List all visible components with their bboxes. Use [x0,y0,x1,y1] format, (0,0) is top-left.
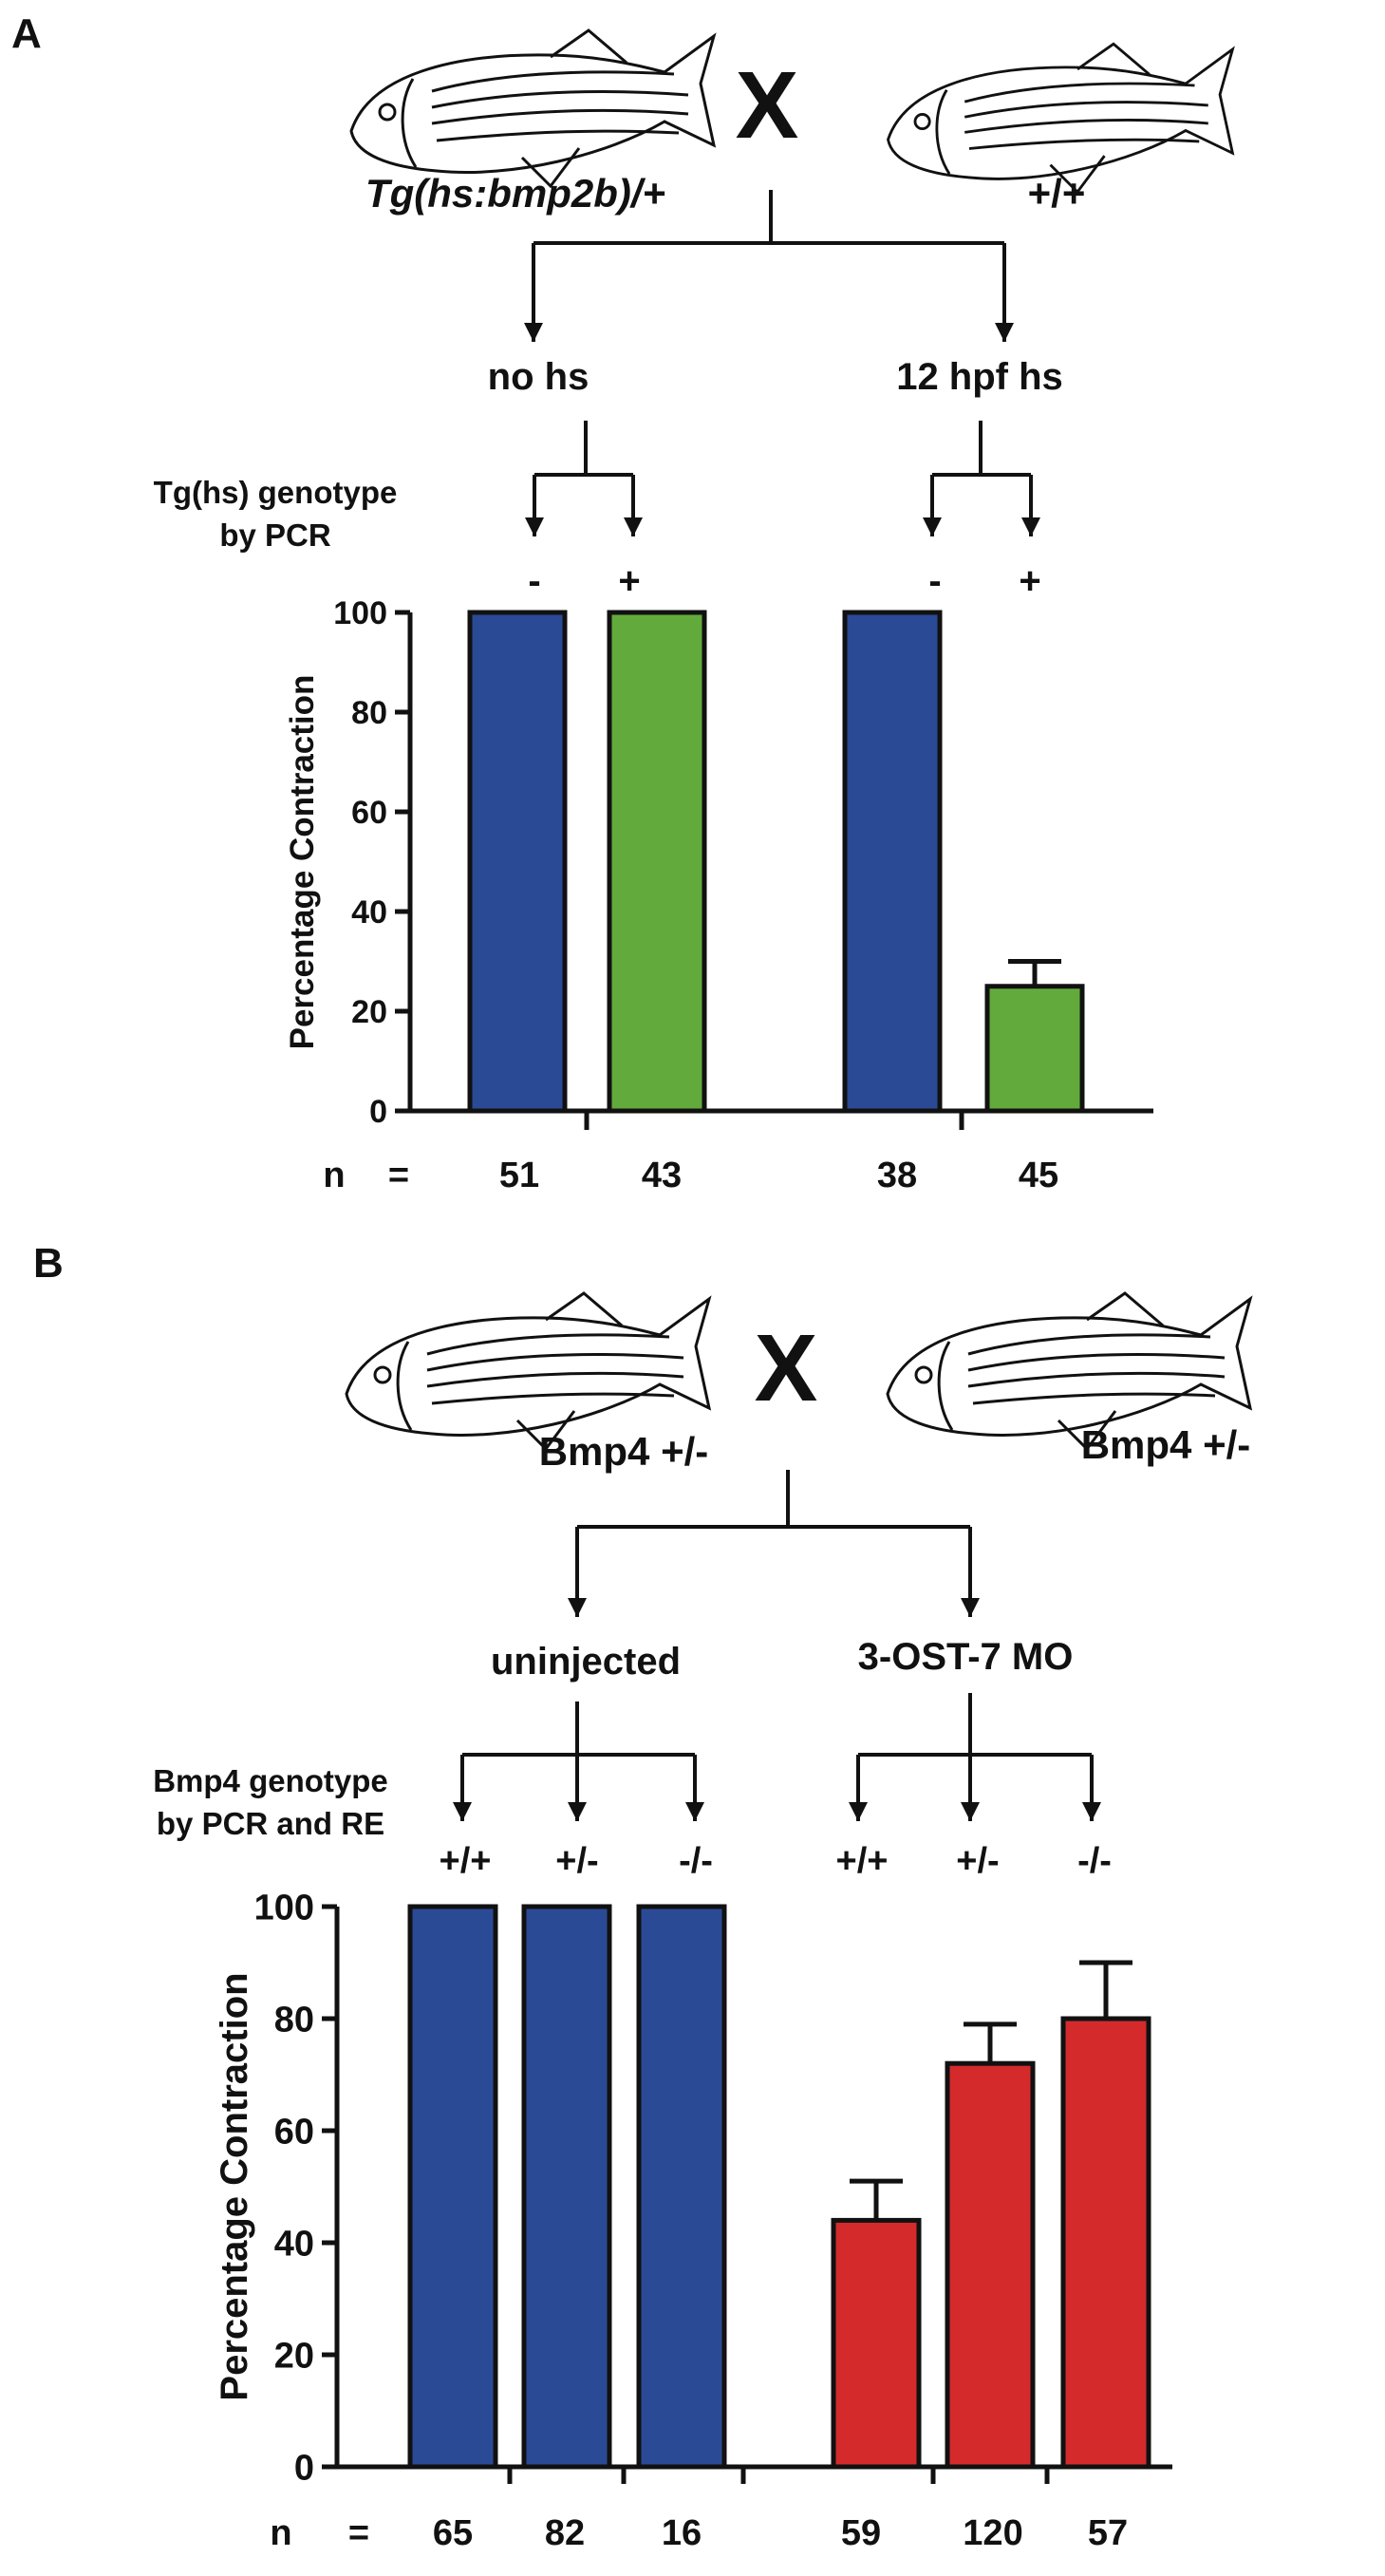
y-tick-label-b-0: 0 [294,2449,314,2489]
panel-b-label: B [33,1240,64,1287]
genotype-label-b-line2: by PCR and RE [157,1806,384,1841]
n-value-b-1: 82 [545,2513,585,2553]
n-label-a: n [323,1156,345,1195]
genotype-b-4: +/- [956,1841,999,1881]
y-tick-label-a-3: 60 [351,795,387,831]
y-axis-label-b: Percentage Contraction [214,1972,255,2400]
bar-a-2 [842,610,943,1114]
cross-tree-a [524,190,1014,342]
bar-b-1 [521,1904,612,2470]
y-tick-label-a-5: 100 [333,595,387,631]
y-tick-label-a-1: 20 [351,994,387,1030]
genotype-b-2: -/- [679,1841,713,1881]
bar-b-4 [945,2060,1036,2470]
bar-b-5 [1060,2016,1151,2470]
bar-b-3 [831,2217,922,2470]
n-value-a-2: 38 [877,1156,917,1195]
bar-a-1 [607,610,707,1114]
fish-illustration-icon [345,1291,711,1451]
chart-a: Percentage Contraction 0 20 40 60 80 100 [284,595,1153,1130]
n-value-b-2: 16 [662,2513,702,2553]
y-tick-label-a-4: 80 [351,695,387,731]
parent-right-label-b: Bmp4 +/- [1081,1422,1251,1467]
bar-a-3 [984,984,1085,1114]
branch-right-label-a: 12 hpf hs [896,356,1063,398]
y-axis-label-a: Percentage Contraction [284,675,321,1050]
bar-b-0 [407,1904,498,2470]
genotype-b-1: +/- [555,1841,598,1881]
genotype-a-3: + [1019,560,1040,602]
y-tick-label-b-1: 20 [274,2337,314,2377]
cross-symbol-a: X [736,52,799,159]
chart-a-bars [467,610,1085,1114]
n-value-b-3: 59 [841,2513,881,2553]
bar-b-2 [636,1904,727,2470]
fish-illustration-icon [349,28,716,188]
cross-symbol-b: X [755,1315,818,1421]
parent-left-label-a: Tg(hs:bmp2b)/+ [365,171,665,216]
genotype-label-a-line1: Tg(hs) genotype [154,475,398,510]
genotype-b-0: +/+ [440,1841,492,1881]
branch-right-label-b: 3-OST-7 MO [858,1636,1074,1678]
n-equals-a: = [388,1156,409,1195]
genotype-b-5: -/- [1077,1841,1112,1881]
y-tick-label-a-0: 0 [369,1094,387,1130]
y-tick-label-b-5: 100 [254,1889,314,1928]
n-label-b: n [270,2513,291,2553]
n-value-a-3: 45 [1019,1156,1058,1195]
y-tick-label-b-3: 60 [274,2113,314,2153]
n-value-a-0: 51 [499,1156,539,1195]
branch-left-label-a: no hs [488,356,590,398]
parent-right-label-a: +/+ [1028,171,1086,216]
cross-tree-b [568,1470,980,1617]
y-tick-label-b-2: 40 [274,2225,314,2265]
genotype-a-0: - [528,560,540,602]
genotype-tree-b [453,1693,1101,1821]
n-equals-b: = [348,2513,369,2553]
chart-b-bars [407,1904,1151,2470]
fish-illustration-icon [887,42,1234,194]
genotype-label-a-line2: by PCR [219,517,331,553]
n-value-b-5: 57 [1088,2513,1128,2553]
branch-left-label-b: uninjected [491,1641,681,1683]
n-value-a-1: 43 [642,1156,682,1195]
bar-a-0 [467,610,568,1114]
n-value-b-0: 65 [433,2513,473,2553]
genotype-a-1: + [618,560,640,602]
panel-a-label: A [11,10,42,57]
parent-left-label-b: Bmp4 +/- [539,1429,709,1474]
genotype-b-3: +/+ [836,1841,889,1881]
chart-b: Percentage Contraction 0 20 40 60 80 100 [214,1889,1172,2489]
genotype-label-b-line1: Bmp4 genotype [153,1763,388,1798]
genotype-a-2: - [928,560,941,602]
y-tick-label-b-4: 80 [274,2001,314,2040]
genotype-tree-a [525,421,1040,536]
n-value-b-4: 120 [963,2513,1022,2553]
y-tick-label-a-2: 40 [351,894,387,931]
